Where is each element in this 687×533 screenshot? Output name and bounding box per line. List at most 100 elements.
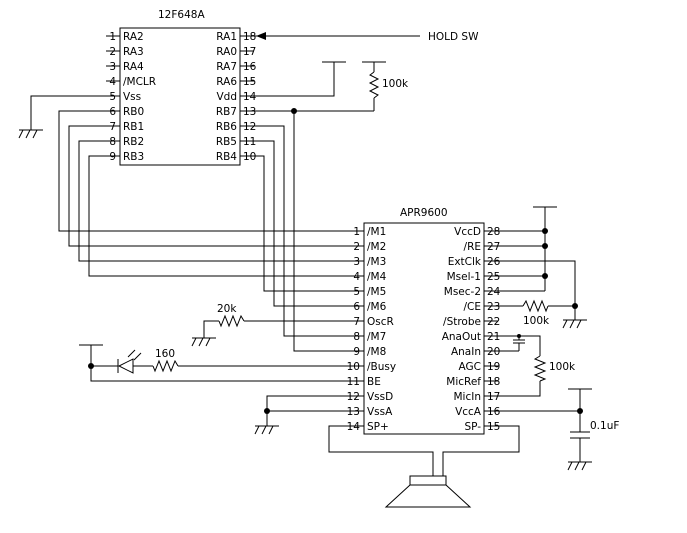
pin-number: 7 [109, 121, 116, 133]
pin-label: SP+ [367, 421, 389, 433]
pin-label: AnaIn [451, 346, 481, 358]
pullup-resistor-label: 100k [382, 78, 409, 90]
pin-number: 9 [353, 346, 360, 358]
pin-number: 21 [487, 331, 500, 343]
pin-label: RA3 [123, 46, 144, 58]
osc-resistor-label: 20k [217, 303, 237, 315]
pin-label: /Busy [367, 361, 396, 373]
pin-label: Vss [123, 91, 141, 103]
pin-label: RA0 [216, 46, 237, 58]
pin-number: 2 [353, 241, 360, 253]
pin-label: RB5 [216, 136, 237, 148]
pin-label: /M3 [367, 256, 386, 268]
pullup-resistor [368, 71, 380, 99]
vdd-wire [254, 62, 335, 97]
pin-number: 15 [243, 76, 256, 88]
pin-label: RA6 [216, 76, 237, 88]
pin-number: 12 [347, 391, 360, 403]
pin-number: 11 [347, 376, 360, 388]
pin-label: RB7 [216, 106, 237, 118]
pin-label: /Strobe [443, 316, 481, 328]
pin-label: RB1 [123, 121, 144, 133]
pin-label: MicRef [446, 376, 481, 388]
pin-label: RB0 [123, 106, 144, 118]
rb6-m7-wire [254, 125, 350, 337]
pin-label: RA4 [123, 61, 144, 73]
pin-number: 2 [109, 46, 116, 58]
pin-label: BE [367, 376, 381, 388]
mic-resistor-label: 100k [549, 361, 576, 373]
pin-label: RB2 [123, 136, 144, 148]
pin-label: RA2 [123, 31, 144, 43]
pin-number: 5 [109, 91, 116, 103]
apr-right-pins: 28VccD27/RE26ExtClk25Msel-124Msec-223/CE… [442, 226, 501, 433]
pin-number: 8 [109, 136, 116, 148]
pic-chip-body [119, 27, 241, 166]
pin-number: 27 [487, 241, 500, 253]
junction-dot [542, 228, 548, 234]
pin-number: 8 [353, 331, 360, 343]
pin-label: SP- [464, 421, 481, 433]
pin-label: /M5 [367, 286, 386, 298]
ground-icon [191, 337, 216, 347]
osc-resistor [218, 314, 245, 328]
pin-label: VccD [454, 226, 481, 238]
junction-dot [572, 303, 578, 309]
pin-label: VssD [367, 391, 393, 403]
rb3-m4-wire [88, 155, 350, 277]
pin-label: /M1 [367, 226, 386, 238]
mic-resistor [533, 355, 547, 382]
ground-icon [567, 461, 592, 471]
pin-number: 5 [353, 286, 360, 298]
pin-number: 17 [487, 391, 500, 403]
pin-number: 11 [243, 136, 256, 148]
pin-number: 1 [353, 226, 360, 238]
rb1-m2-wire [68, 125, 350, 247]
vss-wire [30, 95, 106, 130]
pin-label: AGC [459, 361, 481, 373]
junction-dot [542, 243, 548, 249]
pin-label: VccA [455, 406, 482, 418]
pin-label: RB6 [216, 121, 237, 133]
pin-number: 26 [487, 256, 501, 268]
pin-label: /M8 [367, 346, 386, 358]
pin-label: RB4 [216, 151, 237, 163]
led-icon [117, 349, 142, 374]
ground-icon [562, 319, 587, 329]
pin-number: 16 [487, 406, 501, 418]
pin-label: /M2 [367, 241, 386, 253]
pin-label: /M6 [367, 301, 387, 313]
pic-chip-name: 12F648A [158, 9, 205, 21]
pin-number: 25 [487, 271, 500, 283]
apr-chip-name: APR9600 [400, 207, 448, 219]
pin-number: 15 [487, 421, 500, 433]
pin-number: 3 [353, 256, 360, 268]
pin-number: 4 [109, 76, 116, 88]
pin-number: 19 [487, 361, 500, 373]
pin-number: 6 [353, 301, 360, 313]
pin-number: 14 [347, 421, 361, 433]
pin-number: 10 [347, 361, 360, 373]
pin-label: RA1 [216, 31, 237, 43]
pin-label: /M4 [367, 271, 387, 283]
pin-label: Vdd [216, 91, 237, 103]
arrow-icon [256, 32, 266, 40]
ce-resistor-label: 100k [523, 315, 550, 327]
pin-number: 16 [243, 61, 257, 73]
rb5-m6-wire [254, 140, 350, 307]
pin-label: MicIn [453, 391, 481, 403]
ground-icon [18, 129, 43, 139]
pin-number: 28 [487, 226, 500, 238]
rb2-m3-wire [78, 140, 350, 262]
pin-label: /RE [464, 241, 481, 253]
sp-plus-wire [328, 425, 434, 476]
ground-icon [254, 425, 279, 435]
pin-label: VssA [367, 406, 393, 418]
pin-label: /CE [463, 301, 481, 313]
pin-number: 12 [243, 121, 256, 133]
pin-label: RA7 [216, 61, 237, 73]
pin-number: 3 [109, 61, 116, 73]
